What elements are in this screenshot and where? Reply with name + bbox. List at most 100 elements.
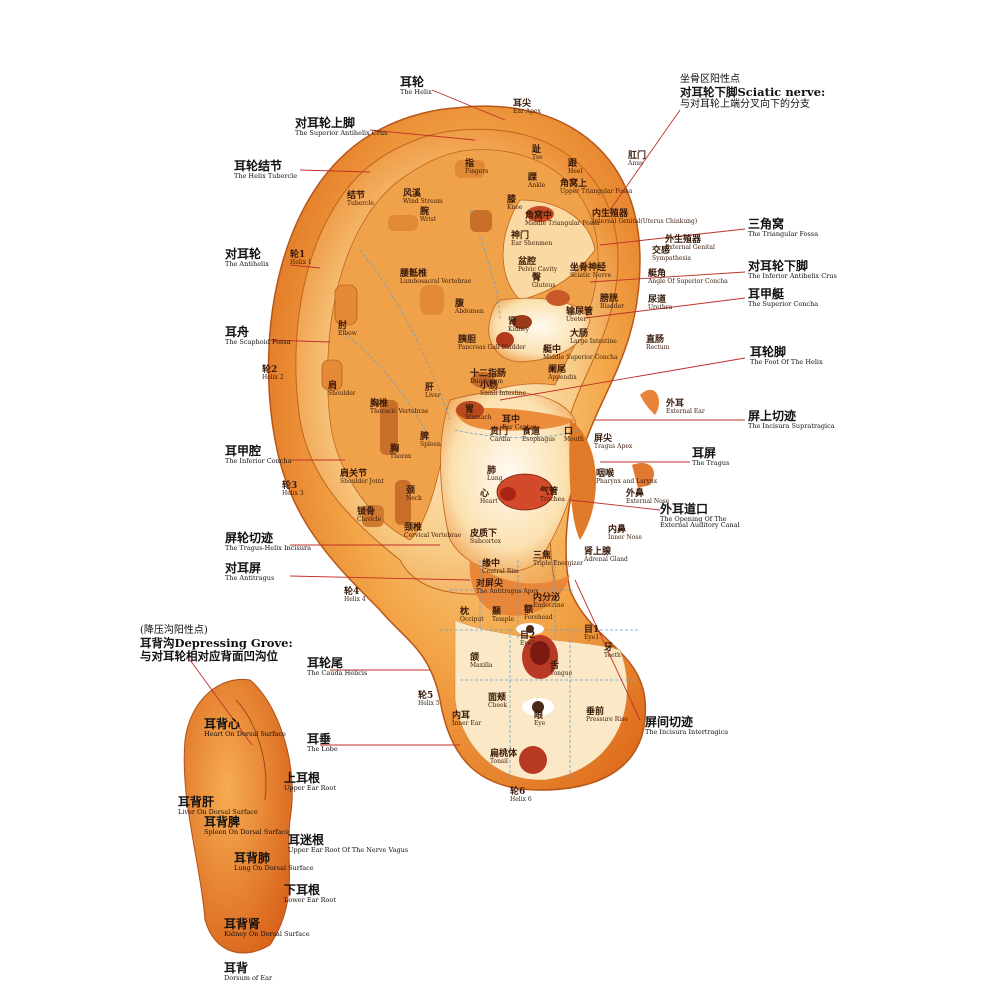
acupoint-tubercle-en: Tubercle (347, 200, 374, 207)
acupoint-large-intestine-en: Large Intestine (570, 338, 617, 345)
acupoint-helix-1-zh: 轮1 (290, 250, 306, 260)
antitragus-shape (469, 560, 570, 616)
acupoint-shoulder-zh: 肩 (328, 381, 338, 391)
acupoint-rectum-en: Rectum (646, 344, 670, 351)
acupoint-helix-4-en: Helix 4 (344, 596, 366, 603)
acupoint-ear-apex-zh: 耳尖 (513, 99, 532, 109)
dorsal-spleen-dorsal-zh: 耳背脾 (204, 815, 241, 829)
acupoint-external-nose-en: External Nose (626, 498, 670, 505)
acupoint-helix-3-zh: 轮3 (282, 481, 298, 491)
acupoint-central-rim-zh: 缘中 (482, 559, 501, 569)
dorsal-heart-dorsal-en: Heart On Dorsal Surface (204, 729, 286, 738)
acupoint-internal-genital-en: Internal Genital(Uterus Chinkung) (592, 218, 698, 225)
acupoint-wind-stream-zh: 风溪 (403, 189, 422, 199)
note-depressing: (降压沟阳性点) 耳背沟Depressing Grove: 与对耳轮相对应背面凹… (140, 625, 293, 663)
acupoint-trachea-en: Trachea (540, 496, 565, 503)
acupoint-knee-en: Knee (507, 204, 523, 211)
acupoint-mid-superior-concha-en: Middle Superior Concha (543, 354, 618, 361)
acupoint-toe-zh: 趾 (532, 145, 542, 155)
acupoint-eye1-en: Eye1 (584, 634, 600, 641)
acupoint-knee-zh: 膝 (507, 195, 517, 205)
acupoint-wrist-zh: 腕 (420, 207, 430, 217)
acupoint-urethra-zh: 尿道 (648, 295, 667, 305)
acupoint-triple-energizer-en: Triple Energizer (533, 560, 584, 567)
acupoint-tonsil-en: Tonsil (490, 758, 508, 765)
acupoint-bladder-en: Bladder (600, 303, 625, 310)
acupoint-forehead-en: Forehead (524, 614, 553, 621)
acupoint-small-intestine-en: Small Intestine (480, 390, 527, 397)
acupoint-external-nose-zh: 外鼻 (626, 489, 645, 499)
acupoint-duodenum-en: Duodenum (470, 378, 504, 385)
acupoint-middle-triangular-fossa-zh: 角窝中 (525, 211, 553, 221)
acupoint-spleen-en: Spleen (420, 441, 441, 448)
acupoint-rectum-zh: 直肠 (646, 335, 665, 345)
acupoint-helix-3-en: Helix 3 (282, 490, 304, 497)
acupoint-pressure-rise-en: Pressure Rise (586, 716, 628, 723)
acupoint-external-ear-zh: 外耳 (666, 399, 685, 409)
acupoint-subcortex-zh: 皮质下 (470, 529, 498, 539)
acupoint-kidney-zh: 肾 (508, 317, 518, 327)
acupoint-internal-genital-zh: 内生殖器 (592, 209, 629, 219)
acupoint-ureter-zh: 输尿管 (566, 307, 594, 317)
dorsal-upper-ear-root-en: Upper Ear Root (284, 783, 336, 792)
acupoint-temple-zh: 颞 (492, 607, 502, 617)
acupoint-sciatic-nerve-en: Sciatic Nerve (570, 272, 612, 279)
acupoint-gluteus-zh: 臀 (532, 273, 542, 283)
acupoint-thoracic-en: Thoracic Vertebrae (370, 408, 429, 415)
acupoint-cheek-en: Cheek (488, 702, 508, 709)
helix-crus-shape (455, 408, 575, 431)
acupoint-ear-shenmen-en: Ear Shenmen (511, 240, 553, 247)
triangular-fossa-shape (502, 199, 596, 301)
acupoint-lung-en: Lung (487, 475, 503, 482)
dorsal-kidney-dorsal-zh: 耳背肾 (224, 917, 261, 931)
acupoint-helix-6-zh: 轮6 (510, 787, 526, 797)
acupoint-cardia-zh: 贲门 (490, 427, 509, 437)
acupoint-external-genital-en: External Genital (665, 244, 715, 251)
acupoint-pharynx-en: Pharynx and Larynx (596, 478, 658, 485)
acupoint-antitragus-apex-en: The Antitragus Apex (476, 588, 539, 595)
acupoint-bladder-zh: 膀胱 (600, 294, 619, 304)
acupoint-neck-zh: 颈 (406, 486, 416, 496)
acupoint-inner-ear-zh: 内耳 (452, 711, 471, 721)
